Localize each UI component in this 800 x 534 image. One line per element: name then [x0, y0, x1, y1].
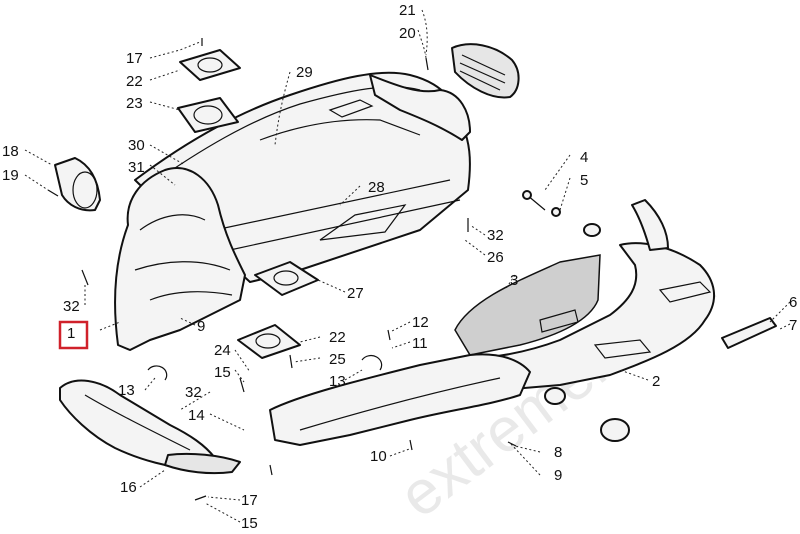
callout-9: 9: [197, 318, 205, 335]
callout-16: 16: [120, 479, 137, 496]
hardware-bolts: [47, 38, 561, 501]
callout-31: 31: [128, 159, 145, 176]
callout-13: 13: [118, 382, 135, 399]
callout-12: 12: [412, 314, 429, 331]
part-3-textured-panel: [454, 254, 601, 356]
part-16-bumper: [59, 379, 241, 475]
callout-5: 5: [580, 172, 588, 189]
callout-24: 24: [214, 342, 231, 359]
part-20-side-trim: [369, 74, 471, 141]
part-21-vent: [451, 43, 520, 99]
callout-32: 32: [185, 384, 202, 401]
leader-lines: [24, 9, 791, 523]
callout-32: 32: [487, 227, 504, 244]
callout-9: 9: [554, 467, 562, 484]
callout-11: 11: [412, 335, 428, 352]
callout-13: 13: [329, 373, 346, 390]
callout-14: 14: [188, 407, 205, 424]
part-22-23-plates-top: [177, 49, 241, 133]
callout-26: 26: [487, 249, 504, 266]
callout-3: 3: [510, 272, 518, 289]
callout-10: 10: [370, 448, 387, 465]
callout-25: 25: [329, 351, 346, 368]
part-2-right-rail: [444, 199, 716, 391]
callout-20: 20: [399, 25, 416, 42]
callout-19: 19: [2, 167, 19, 184]
callout-6: 6: [789, 294, 797, 311]
callout-15: 15: [214, 364, 231, 381]
callout-18: 18: [2, 143, 19, 160]
callout-7: 7: [789, 317, 797, 334]
part-8-caps: [544, 223, 630, 442]
callout-29: 29: [296, 64, 313, 81]
callout-30: 30: [128, 137, 145, 154]
part-1-left-panel: [114, 167, 246, 351]
part-27-plate: [254, 261, 319, 296]
callout-27: 27: [347, 285, 364, 302]
highlight-box-part-1: [58, 320, 89, 350]
callout-1: 1: [67, 325, 75, 342]
callout-23: 23: [126, 95, 143, 112]
callout-2: 2: [652, 373, 660, 390]
callout-22: 22: [329, 329, 346, 346]
part-6-7-trim: [721, 317, 777, 349]
part-10-front-rail: [269, 353, 531, 446]
callout-28: 28: [368, 179, 385, 196]
callout-22: 22: [126, 73, 143, 90]
part-13-clamps: [147, 354, 383, 381]
callout-8: 8: [554, 444, 562, 461]
callout-32: 32: [63, 298, 80, 315]
callout-17: 17: [241, 492, 258, 509]
callout-15: 15: [241, 515, 258, 532]
callout-21: 21: [399, 2, 416, 19]
callout-17: 17: [126, 50, 143, 67]
callout-4: 4: [580, 149, 588, 166]
part-18-boot: [54, 157, 101, 212]
part-22-plate-lower: [237, 324, 301, 359]
